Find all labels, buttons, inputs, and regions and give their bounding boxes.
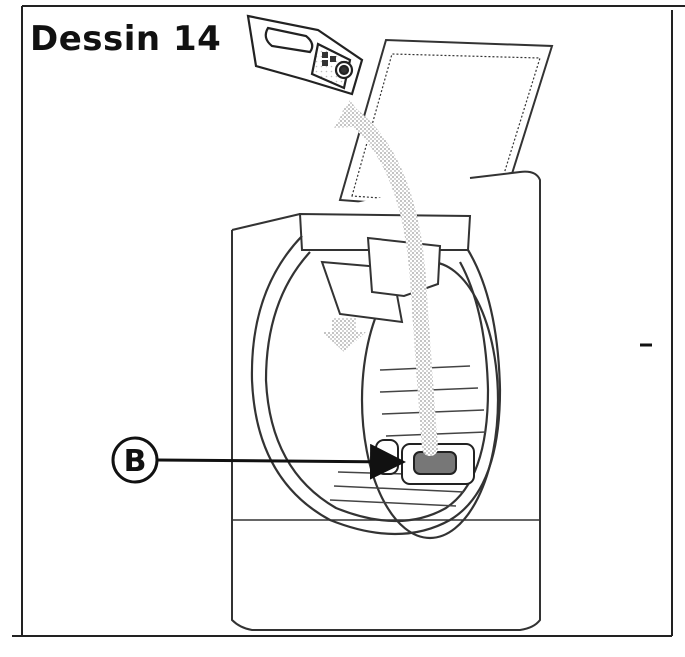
callout-b-letter: B xyxy=(124,444,147,479)
callout-b: B xyxy=(111,436,406,484)
filter-cartridge xyxy=(246,14,364,96)
figure-title: Dessin 14 xyxy=(30,19,222,59)
callout-b-pointer xyxy=(156,443,406,480)
page-border xyxy=(12,5,685,637)
dryer-cabinet xyxy=(231,170,541,631)
down-arrow xyxy=(322,318,366,352)
motion-arrow xyxy=(334,100,438,456)
